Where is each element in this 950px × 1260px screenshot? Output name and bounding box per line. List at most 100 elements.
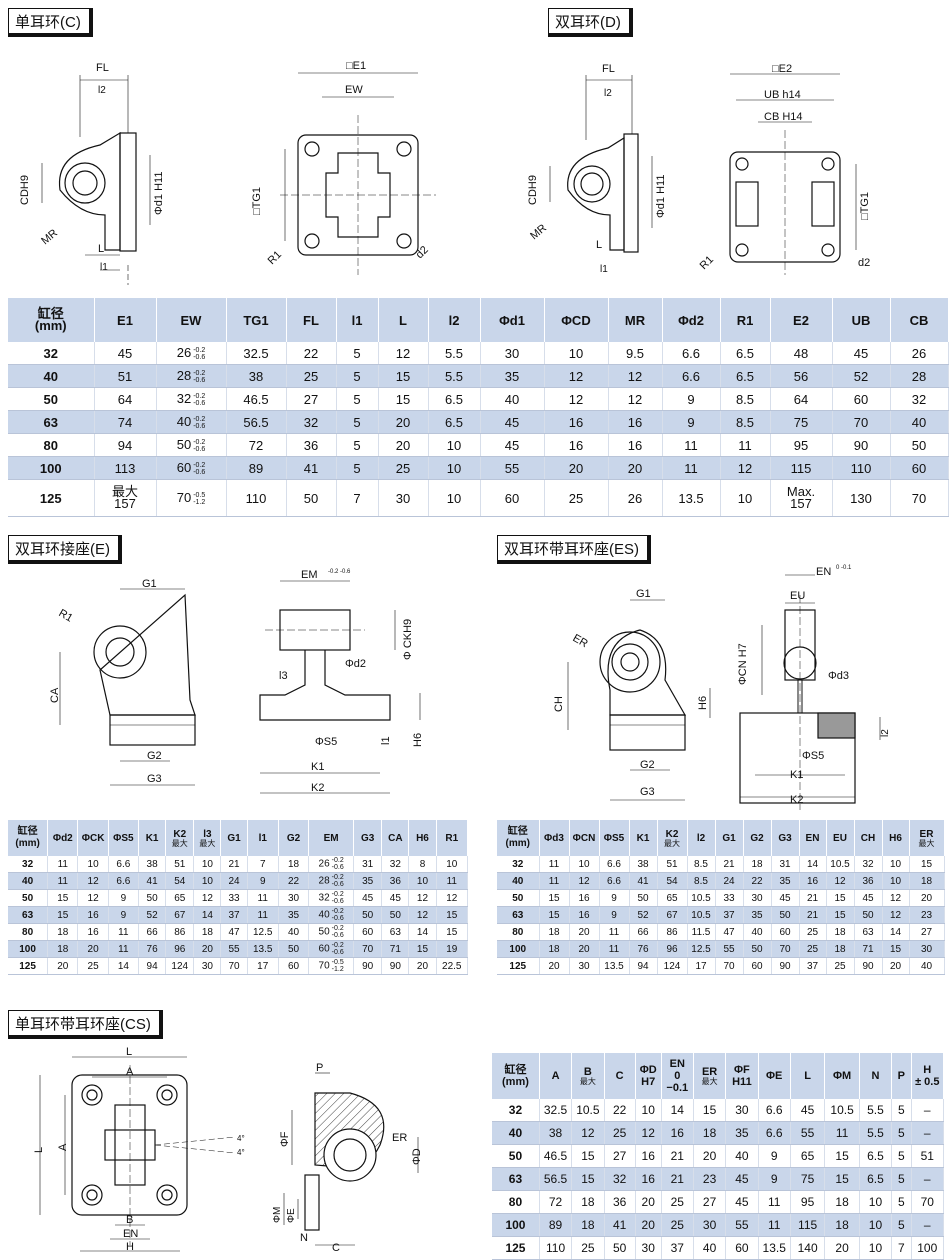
bore-cell: 32 xyxy=(492,1099,540,1122)
value-cell: 12 xyxy=(544,387,609,411)
value-cell: 36 xyxy=(381,872,410,890)
value-cell: 15 xyxy=(571,1167,605,1191)
col-header-text: l3 xyxy=(203,828,212,840)
value-cell: 18 xyxy=(47,940,79,958)
value-cell: 50 xyxy=(890,433,949,457)
value-cell: 30 xyxy=(480,342,545,365)
value-cell: 9 xyxy=(108,906,140,924)
value-cell: 20 xyxy=(77,940,109,958)
value-cell: 14 xyxy=(799,856,827,873)
clevis-d-front-drawing: □E2 UB h14 CB H14 □TG1 R1 d2 xyxy=(698,63,871,275)
value-cell: 35 xyxy=(743,906,772,924)
value-cell: 5.5 xyxy=(859,1121,893,1145)
value-cell: 31 xyxy=(353,856,383,873)
label-r1: R1 xyxy=(266,249,284,267)
value-cell: 76 xyxy=(629,940,658,958)
label-cdh9: CDH9 xyxy=(527,175,539,205)
value-cell: 14 xyxy=(108,957,140,975)
value-cell: 37 xyxy=(661,1236,694,1260)
value-cell: 25 xyxy=(826,957,855,975)
label-em: EM xyxy=(301,569,318,581)
value-cell: 50 xyxy=(286,479,337,517)
value-cell: 60 xyxy=(832,387,891,411)
value-cell: 5 xyxy=(891,1144,912,1168)
value-cell: – xyxy=(911,1099,945,1122)
value-cell: 72 xyxy=(226,433,287,457)
col-header-sub: 最大 xyxy=(579,1077,596,1086)
bore-cell: 125 xyxy=(8,479,95,517)
value-cell: 6.5 xyxy=(428,387,481,411)
col-header: ΦE xyxy=(758,1053,791,1099)
label-d2: d2 xyxy=(858,257,870,269)
value-cell: 6.5 xyxy=(720,364,771,388)
value-cell: 7 xyxy=(336,479,379,517)
value-cell: 18 xyxy=(539,940,570,958)
col-header: 缸径(mm) xyxy=(497,820,540,856)
col-header: ΦM xyxy=(824,1053,860,1099)
section-title-cs: 单耳环带耳环座(CS) xyxy=(8,1010,163,1039)
label-en: EN xyxy=(123,1228,138,1240)
label-h6: H6 xyxy=(412,733,424,747)
value-cell: 21 xyxy=(799,906,827,924)
value-cell: 14 xyxy=(193,906,222,924)
value-cell: 8.5 xyxy=(720,410,771,434)
value-cell: 90 xyxy=(381,957,410,975)
col-header: K1 xyxy=(138,820,167,856)
value-cell: 35 xyxy=(771,872,800,890)
col-header: G3 xyxy=(771,820,800,856)
value-cell: 40 xyxy=(909,957,945,975)
value-cell: 10.5 xyxy=(687,906,716,924)
value-cell: 18 xyxy=(743,856,772,873)
value-cell: 12 xyxy=(378,342,429,365)
value-cell: 11 xyxy=(436,872,469,890)
value-cell: 5.5 xyxy=(859,1099,893,1122)
value-cell: 18 xyxy=(826,940,855,958)
value-cell: 6.6 xyxy=(599,856,630,873)
label-p: P xyxy=(316,1062,323,1074)
value-cell: 66 xyxy=(138,923,167,941)
value-cell: 5 xyxy=(891,1121,912,1145)
value-cell: 45 xyxy=(725,1167,759,1191)
value-cell: 20 xyxy=(569,940,600,958)
value-cell: 20 xyxy=(193,940,222,958)
clevis-bracket-e-front-drawing: EM -0.2 -0.6 Φ CKH9 Φd2 l3 ΦS5 l1 H6 K1 … xyxy=(259,569,424,794)
value-cell: 75 xyxy=(770,410,833,434)
bore-cell: 63 xyxy=(492,1167,540,1191)
value-cell: 9 xyxy=(599,906,630,924)
label-phid1: Φd1 H11 xyxy=(655,175,667,218)
clevis-c-side-drawing: FL l2 CDH9 Φd1 H11 MR L l1 xyxy=(19,62,165,285)
value-cell: 15 xyxy=(47,889,79,907)
value-cell: 12 xyxy=(608,387,663,411)
label-cb: CB H14 xyxy=(764,111,803,123)
value-cell: 5 xyxy=(336,456,379,480)
value-cell: 10.5 xyxy=(826,856,855,873)
value-cell: 11 xyxy=(47,856,79,873)
value-cell: 18 xyxy=(909,872,945,890)
value-cell: 32 xyxy=(890,387,949,411)
value-cell: 40 xyxy=(693,1236,727,1260)
value-cell: 74 xyxy=(94,410,157,434)
value-cell: 26 xyxy=(608,479,663,517)
value-cell: 70 xyxy=(771,940,800,958)
value-cell: 28 xyxy=(890,364,949,388)
value-cell: 90 xyxy=(832,433,891,457)
col-header: CH xyxy=(854,820,883,856)
value-cell: 71 xyxy=(381,940,410,958)
value-cell: 20 xyxy=(693,1144,727,1168)
col-header: ΦS5 xyxy=(108,820,140,856)
value-cell: 46.5 xyxy=(226,387,287,411)
value-cell: 5 xyxy=(891,1167,912,1191)
value-cell: 11.5 xyxy=(687,923,716,941)
value-cell: 70 xyxy=(220,957,248,975)
value-cell: 56.5 xyxy=(226,410,287,434)
value-cell: 51 xyxy=(911,1144,945,1168)
value-cell: 10 xyxy=(882,872,910,890)
value-cell: 47 xyxy=(220,923,248,941)
value-cell: 70 xyxy=(715,957,744,975)
col-header: 缸径(mm) xyxy=(8,298,95,342)
